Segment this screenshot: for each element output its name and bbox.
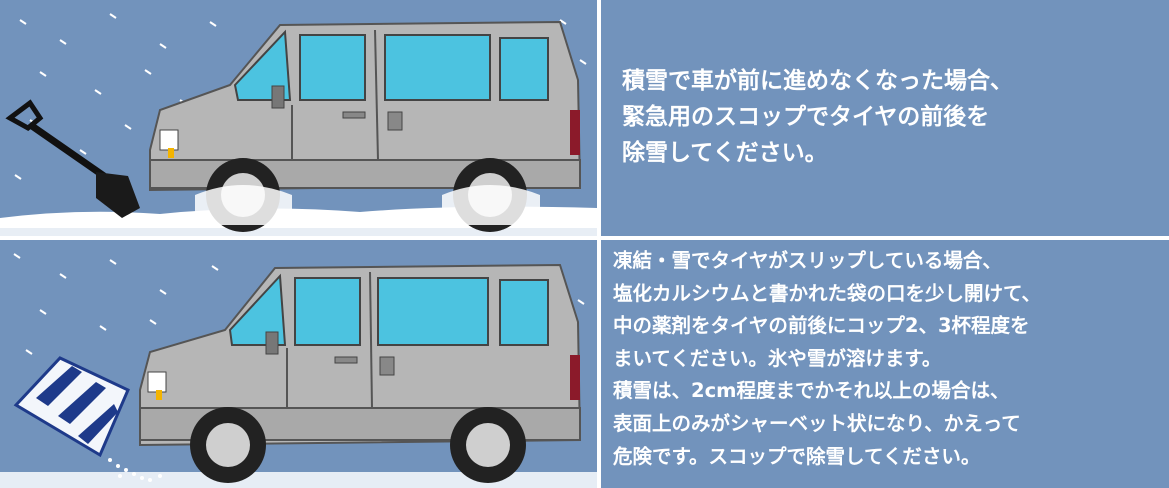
caption-text-top: 積雪で車が前に進めなくなった場合、 緊急用のスコップでタイヤの前後を 除雪してく… bbox=[622, 63, 1013, 171]
caption-panel-top: 積雪で車が前に進めなくなった場合、 緊急用のスコップでタイヤの前後を 除雪してく… bbox=[601, 0, 1169, 236]
caption-text-bottom: 凍結・雪でタイヤがスリップしている場合、 塩化カルシウムと書かれた袋の口を少し開… bbox=[613, 245, 1041, 473]
caption-line: 表面上のみがシャーベット状になり、かえって bbox=[613, 411, 1021, 435]
wheels bbox=[190, 407, 526, 483]
salt-granules bbox=[108, 458, 162, 482]
caption-line: 緊急用のスコップでタイヤの前後を bbox=[622, 104, 990, 130]
caption-line: 除雪してください。 bbox=[622, 140, 828, 166]
caption-line: 凍結・雪でタイヤがスリップしている場合、 bbox=[613, 249, 1002, 272]
van-icon bbox=[149, 20, 582, 192]
van-salt-illustration bbox=[0, 253, 597, 488]
salt-bag-icon bbox=[13, 356, 130, 458]
caption-line: 危険です。スコップで除雪してください。 bbox=[613, 444, 981, 468]
shovel-icon bbox=[5, 99, 140, 218]
caption-line: 塩化カルシウムと書かれた袋の口を少し開けて、 bbox=[613, 281, 1042, 305]
van-snow-illustration bbox=[0, 13, 597, 236]
caption-line: 積雪で車が前に進めなくなった場合、 bbox=[622, 68, 1013, 94]
scene-salt-panel bbox=[0, 240, 597, 488]
caption-line: 積雪は、2cm程度までかそれ以上の場合は、 bbox=[613, 379, 1010, 403]
caption-panel-bottom: 凍結・雪でタイヤがスリップしている場合、 塩化カルシウムと書かれた袋の口を少し開… bbox=[601, 240, 1169, 488]
caption-line: 中の薬剤をタイヤの前後にコップ2、3杯程度を bbox=[613, 314, 1030, 338]
caption-line: まいてください。氷や雪が溶けます。 bbox=[613, 346, 942, 370]
scene-snow-shovel-panel bbox=[0, 0, 597, 236]
